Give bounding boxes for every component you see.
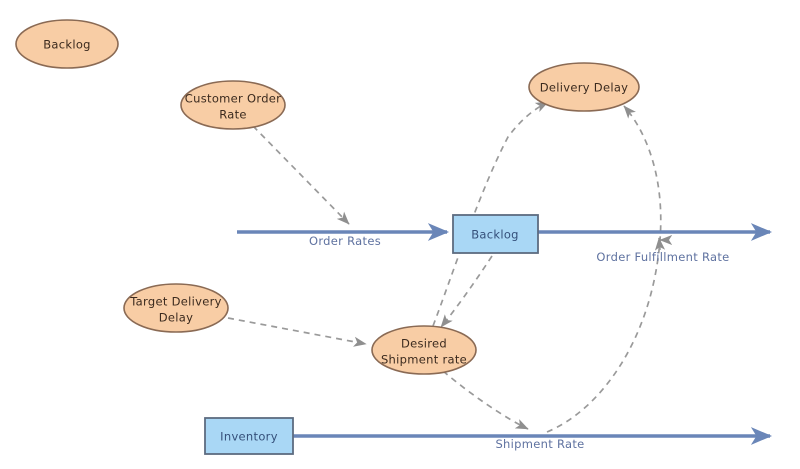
ellipse-shape <box>180 80 286 130</box>
stock-node-backlog[interactable]: Backlog <box>452 214 539 254</box>
variable-node-delivery-delay[interactable]: Delivery Delay <box>528 62 640 112</box>
rect-shape <box>204 417 294 455</box>
flow-label-shipment-rate: Shipment Rate <box>495 437 584 451</box>
variable-node-desired-shipment-rate[interactable]: Desired Shipment rate <box>371 325 477 375</box>
causal-link-backlog-to-desired-shipment-rate <box>440 255 493 328</box>
variable-label-target-delivery-delay-line2: Delay <box>159 311 193 325</box>
causal-link-order-fulfillment-valve-marker <box>654 237 666 251</box>
variable-node-target-delivery-delay[interactable]: Target Delivery Delay <box>123 283 229 333</box>
flow-label-order-rates: Order Rates <box>309 234 381 248</box>
variable-label-desired-shipment-rate-line1: Desired <box>401 337 447 351</box>
flow-label-order-fulfillment-rate: Order Fulfillment Rate <box>596 250 729 264</box>
variable-label-delivery-delay: Delivery Delay <box>540 81 629 95</box>
ellipse-shape <box>528 62 640 112</box>
causal-link-customer-order-rate-to-order-rates <box>252 125 350 225</box>
stock-label-backlog: Backlog <box>471 228 519 242</box>
variable-label-customer-order-rate-line1: Customer Order <box>185 92 281 106</box>
stock-node-inventory[interactable]: Inventory <box>204 417 294 455</box>
ellipse-shape <box>123 283 229 333</box>
causal-link-target-delivery-delay-to-desired-shipment-rate <box>227 317 367 347</box>
variable-node-backlog-orphan[interactable]: Backlog <box>15 19 119 69</box>
causal-link-desired-shipment-rate-to-shipment-rate <box>442 370 529 430</box>
variable-node-customer-order-rate[interactable]: Customer Order Rate <box>180 80 286 130</box>
variable-label-target-delivery-delay-line1: Target Delivery <box>129 295 221 309</box>
ellipse-shape <box>15 19 119 69</box>
rect-shape <box>452 214 539 254</box>
variable-label-desired-shipment-rate-line2: Shipment rate <box>381 353 467 367</box>
stock-label-inventory: Inventory <box>220 430 278 444</box>
variable-label-customer-order-rate-line2: Rate <box>219 108 247 122</box>
ellipse-shape <box>371 325 477 375</box>
variable-label-backlog-orphan: Backlog <box>43 38 91 52</box>
